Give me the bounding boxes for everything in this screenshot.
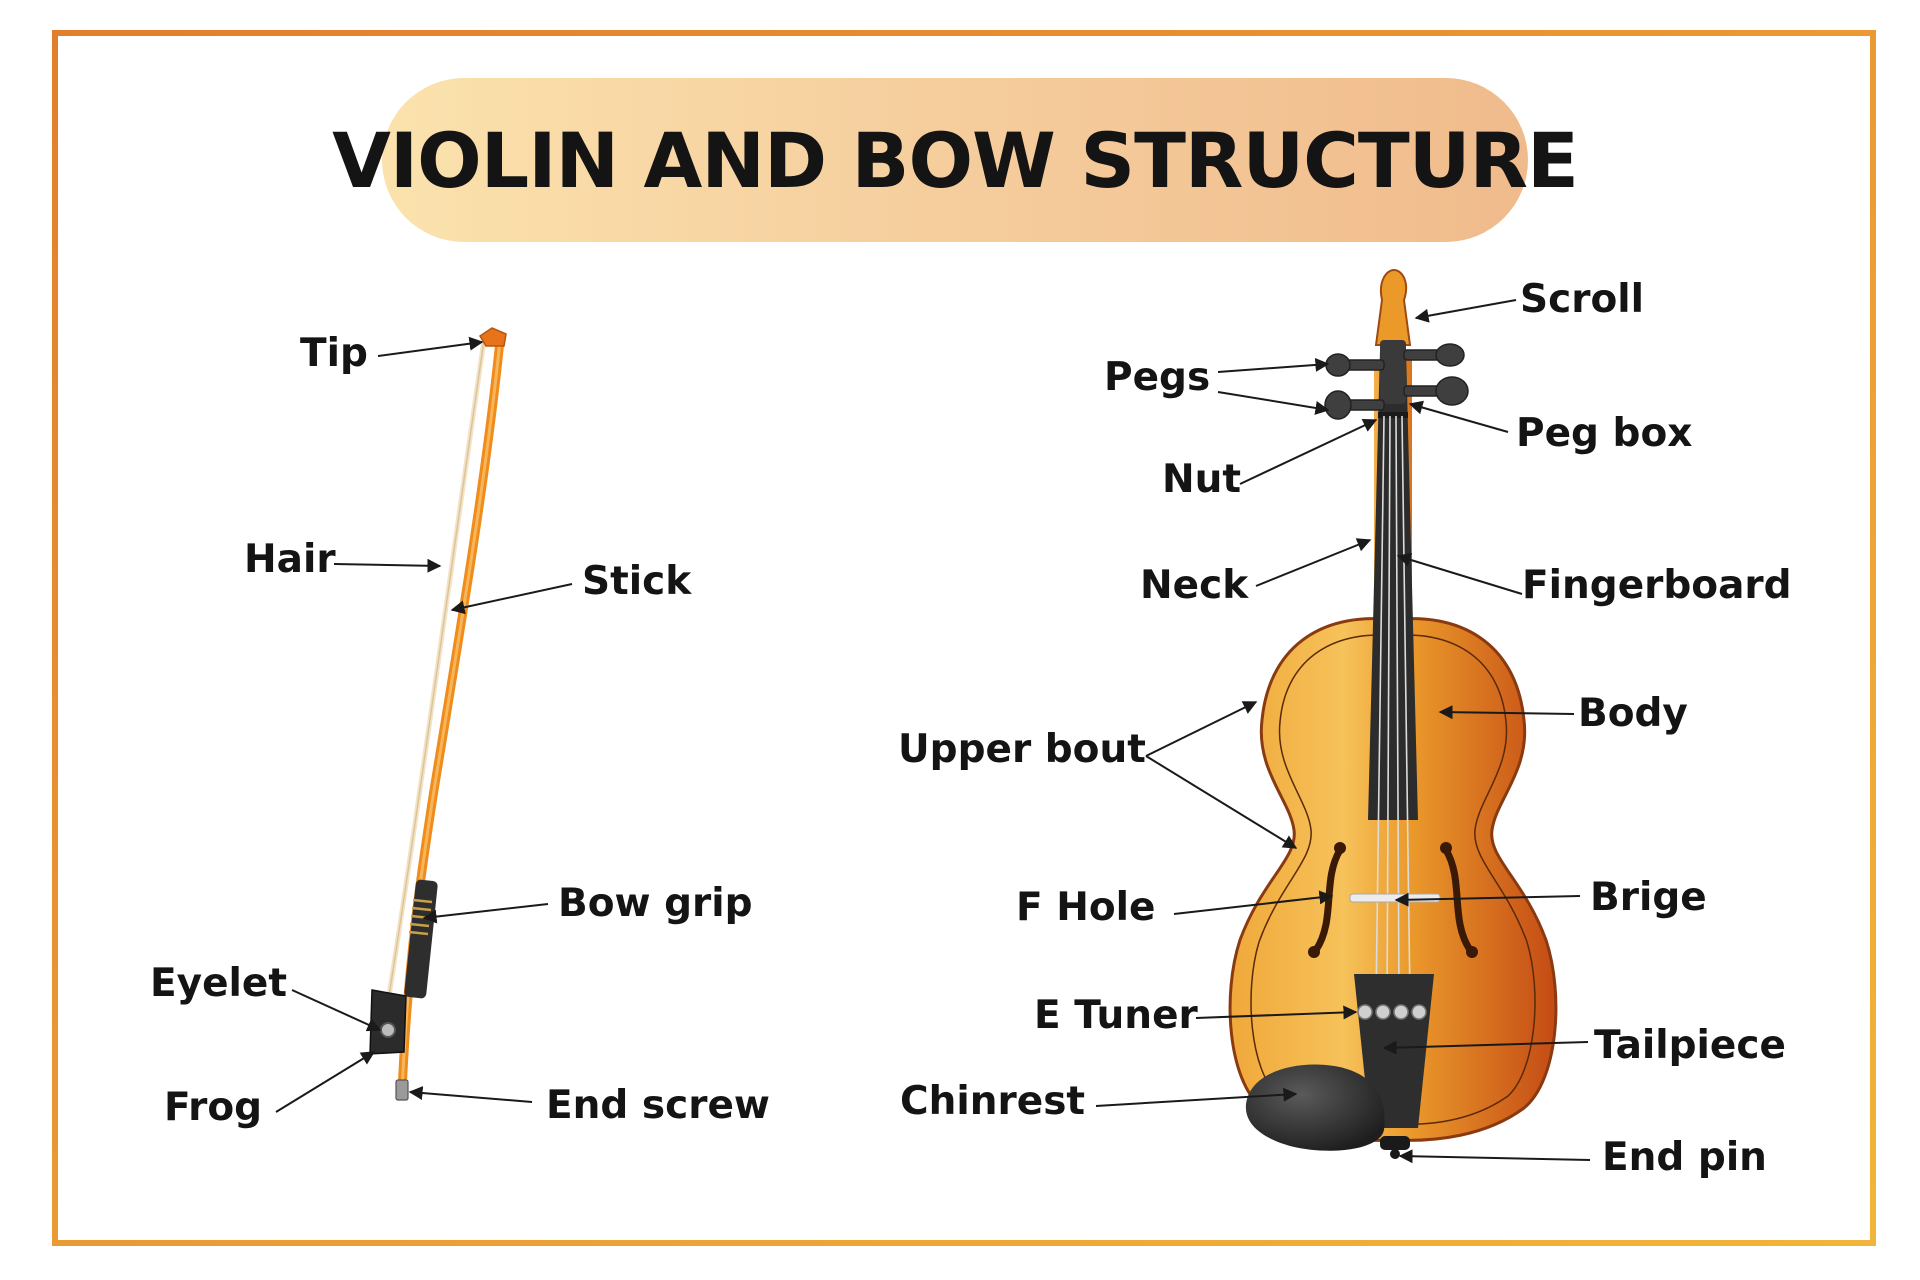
leader-upper-bout-1	[1145, 701, 1258, 757]
label-scroll: Scroll	[1520, 277, 1644, 322]
leader-body	[1438, 705, 1575, 720]
leader-pegs-1	[1217, 357, 1330, 373]
leader-bow-grip	[422, 903, 549, 924]
label-pegs: Pegs	[1104, 355, 1211, 400]
violin	[1228, 268, 1558, 1159]
bow-end-screw	[395, 1079, 409, 1101]
leader-e-tuner	[1195, 1005, 1358, 1020]
label-bow-grip: Bow grip	[558, 881, 753, 926]
leader-pegs-2	[1217, 391, 1330, 415]
label-hair: Hair	[244, 537, 336, 582]
leader-peg-box	[1408, 400, 1509, 433]
leader-tailpiece	[1382, 1040, 1589, 1055]
violin-nut	[1378, 412, 1408, 418]
label-end-screw: End screw	[546, 1083, 770, 1128]
diagram-title: VIOLIN AND BOW STRUCTURE	[332, 115, 1579, 205]
label-end-pin: End pin	[1602, 1135, 1767, 1180]
leader-f-hole	[1173, 890, 1334, 915]
label-stick: Stick	[582, 559, 692, 604]
label-tailpiece: Tailpiece	[1594, 1023, 1786, 1068]
leader-end-screw	[408, 1086, 533, 1103]
bow	[369, 327, 507, 1101]
title-banner: VIOLIN AND BOW STRUCTURE	[332, 78, 1579, 242]
leader-end-pin	[1398, 1149, 1591, 1164]
leader-neck	[1255, 538, 1372, 587]
leader-chinrest	[1095, 1087, 1298, 1107]
violin-scroll	[1374, 268, 1412, 346]
leader-hair	[333, 558, 442, 573]
f-hole-right	[1442, 846, 1474, 954]
leader-upper-bout-2	[1145, 755, 1298, 849]
label-eyelet: Eyelet	[150, 961, 287, 1006]
leader-lines	[275, 299, 1591, 1164]
label-f-hole: F Hole	[1016, 885, 1156, 930]
label-peg-box: Peg box	[1516, 411, 1693, 456]
label-body: Body	[1578, 691, 1688, 736]
label-neck: Neck	[1140, 563, 1249, 608]
label-tip: Tip	[300, 331, 368, 376]
label-upper-bout: Upper bout	[898, 727, 1146, 772]
leader-tip	[377, 336, 484, 357]
leader-eyelet	[291, 989, 382, 1032]
violin-pegs	[1324, 343, 1469, 420]
violin-e-tuner	[1357, 1004, 1427, 1020]
leader-nut	[1239, 419, 1378, 485]
leader-frog	[275, 1051, 376, 1113]
violin-bridge	[1349, 893, 1441, 903]
label-fingerboard: Fingerboard	[1522, 563, 1792, 608]
label-bridge: Brige	[1590, 875, 1707, 920]
violin-peg-box	[1380, 340, 1406, 404]
label-chinrest: Chinrest	[900, 1079, 1086, 1124]
label-e-tuner: E Tuner	[1034, 993, 1198, 1038]
leader-fingerboard	[1396, 552, 1523, 595]
leader-bridge	[1394, 892, 1581, 907]
violin-chinrest	[1245, 1064, 1385, 1151]
bow-eyelet	[380, 1022, 396, 1038]
label-frog: Frog	[164, 1085, 263, 1130]
violin-end-pin	[1380, 1136, 1410, 1150]
leader-scroll	[1414, 299, 1517, 323]
leader-stick	[450, 583, 573, 615]
bow-tip	[478, 327, 507, 347]
label-nut: Nut	[1162, 457, 1242, 502]
